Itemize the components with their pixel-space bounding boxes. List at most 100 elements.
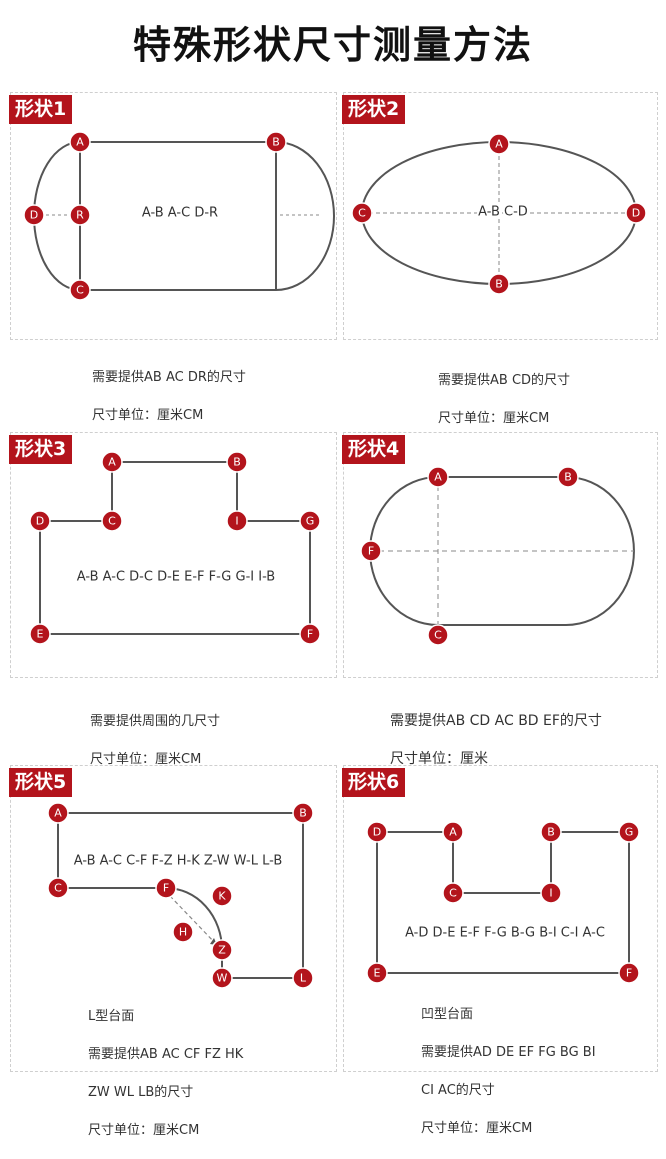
shape-4-line-1: 需要提供AB CD AC BD EF的尺寸 xyxy=(390,713,602,729)
svg-text:I: I xyxy=(549,887,552,900)
svg-text:C: C xyxy=(108,515,116,528)
svg-text:F: F xyxy=(307,628,313,641)
point-f: F xyxy=(360,540,382,562)
shape-1-line-1: 需要提供AB AC DR的尺寸 xyxy=(92,370,246,385)
shape-6-measurements: A-D D-E E-F F-G B-G B-I C-I A-C xyxy=(405,926,605,941)
shape-4-description: 需要提供AB CD AC BD EF的尺寸 尺寸单位：厘米 xyxy=(390,693,602,788)
point-l: L xyxy=(292,967,314,989)
svg-text:B: B xyxy=(564,471,572,484)
point-h: H xyxy=(172,921,194,943)
shape-2-measurements: A-B C-D xyxy=(478,205,528,220)
point-d: D xyxy=(366,821,388,843)
point-e: E xyxy=(366,962,388,984)
svg-text:K: K xyxy=(218,890,226,903)
point-g: G xyxy=(299,510,321,532)
svg-text:G: G xyxy=(306,515,315,528)
shape-3-description: 需要提供周围的几尺寸 尺寸单位：厘米CM xyxy=(90,693,220,788)
svg-text:A: A xyxy=(108,456,116,469)
svg-text:I: I xyxy=(235,515,238,528)
svg-text:C: C xyxy=(76,284,84,297)
shape-panel-3 xyxy=(10,432,337,678)
svg-text:F: F xyxy=(163,882,169,895)
point-a: A xyxy=(69,131,91,153)
svg-text:L: L xyxy=(300,972,307,985)
shape-panel-5 xyxy=(10,765,337,1072)
svg-text:W: W xyxy=(217,972,228,985)
page-title: 特殊形状尺寸测量方法 xyxy=(132,23,533,67)
svg-text:A: A xyxy=(434,471,442,484)
svg-text:E: E xyxy=(37,628,44,641)
point-i: I xyxy=(226,510,248,532)
svg-text:D: D xyxy=(632,207,640,220)
shape-badge-1: 形状1 xyxy=(9,95,73,124)
shape-badge-6: 形状6 xyxy=(342,768,406,797)
shape-6-line-4: 尺寸单位：厘米CM xyxy=(421,1121,533,1136)
point-c: C xyxy=(442,882,464,904)
svg-text:B: B xyxy=(547,826,555,839)
svg-text:H: H xyxy=(179,926,187,939)
point-c: C xyxy=(101,510,123,532)
shape-badge-5: 形状5 xyxy=(9,768,73,797)
point-d: D xyxy=(625,202,647,224)
shape-5-measurements: A-B A-C C-F F-Z H-K Z-W W-L L-B xyxy=(74,854,282,869)
svg-text:D: D xyxy=(373,826,381,839)
shape-2-line-1: 需要提供AB CD的尺寸 xyxy=(438,373,571,388)
point-a: A xyxy=(47,802,69,824)
shape-panel-6 xyxy=(343,765,658,1072)
svg-text:F: F xyxy=(368,545,374,558)
point-k: K xyxy=(211,885,233,907)
shape-3-measurements: A-B A-C D-C D-E E-F F-G G-I I-B xyxy=(77,570,275,585)
svg-text:B: B xyxy=(272,136,280,149)
shape-diagram-5: A-B A-C C-F F-Z H-K Z-W W-L L-B A B C F … xyxy=(47,802,314,989)
shape-6-line-3: CI AC的尺寸 xyxy=(421,1083,495,1098)
point-b: B xyxy=(557,466,579,488)
point-z: Z xyxy=(211,939,233,961)
svg-text:A: A xyxy=(54,807,62,820)
point-r: R xyxy=(69,204,91,226)
shape-diagram-2: A-B C-D A C D B xyxy=(351,133,647,295)
svg-text:C: C xyxy=(358,207,366,220)
point-a: A xyxy=(427,466,449,488)
svg-text:C: C xyxy=(54,882,62,895)
point-a: A xyxy=(101,451,123,473)
shape-6-description: 凹型台面 需要提供AD DE EF FG BG BI CI AC的尺寸 尺寸单位… xyxy=(421,986,596,1157)
point-c: C xyxy=(69,279,91,301)
svg-text:A: A xyxy=(76,136,84,149)
shape-badge-4: 形状4 xyxy=(342,435,406,464)
shape-5-line-1: L型台面 xyxy=(88,1009,135,1024)
shape-panel-1 xyxy=(10,92,337,340)
svg-text:B: B xyxy=(299,807,307,820)
point-f: F xyxy=(155,877,177,899)
shape-5-line-2: 需要提供AB AC CF FZ HK xyxy=(88,1047,244,1062)
shape-diagram-1: A-B A-C D-R A B D R C xyxy=(23,131,335,301)
point-d: D xyxy=(23,204,45,226)
shape-panel-2 xyxy=(343,92,658,340)
svg-text:B: B xyxy=(495,278,503,291)
point-b: B xyxy=(488,273,510,295)
svg-text:C: C xyxy=(434,629,442,642)
shape-4-line-2: 尺寸单位：厘米 xyxy=(390,751,488,767)
svg-text:B: B xyxy=(233,456,241,469)
shape-5-line-4: 尺寸单位：厘米CM xyxy=(88,1123,200,1138)
shape-3-line-2: 尺寸单位：厘米CM xyxy=(90,752,202,767)
point-c: C xyxy=(47,877,69,899)
shape-6-line-2: 需要提供AD DE EF FG BG BI xyxy=(421,1045,596,1060)
shape-2-description: 需要提供AB CD的尺寸 尺寸单位：厘米CM xyxy=(438,352,570,447)
svg-text:C: C xyxy=(449,887,457,900)
point-a: A xyxy=(442,821,464,843)
svg-text:A: A xyxy=(495,138,503,151)
point-b: B xyxy=(226,451,248,473)
point-b: B xyxy=(292,802,314,824)
svg-text:E: E xyxy=(374,967,381,980)
point-a: A xyxy=(488,133,510,155)
point-g: G xyxy=(618,821,640,843)
point-d: D xyxy=(29,510,51,532)
shape-diagram-6: A-D D-E E-F F-G B-G B-I C-I A-C D A B G … xyxy=(366,821,640,984)
shape-5-line-3: ZW WL LB的尺寸 xyxy=(88,1085,194,1100)
shape-3-line-1: 需要提供周围的几尺寸 xyxy=(90,714,221,729)
shape-1-description: 需要提供AB AC DR的尺寸 尺寸单位：厘米CM xyxy=(92,349,246,444)
point-b: B xyxy=(265,131,287,153)
shape-diagram-4: A B F C xyxy=(360,466,635,646)
svg-text:D: D xyxy=(36,515,44,528)
svg-text:D: D xyxy=(30,209,38,222)
